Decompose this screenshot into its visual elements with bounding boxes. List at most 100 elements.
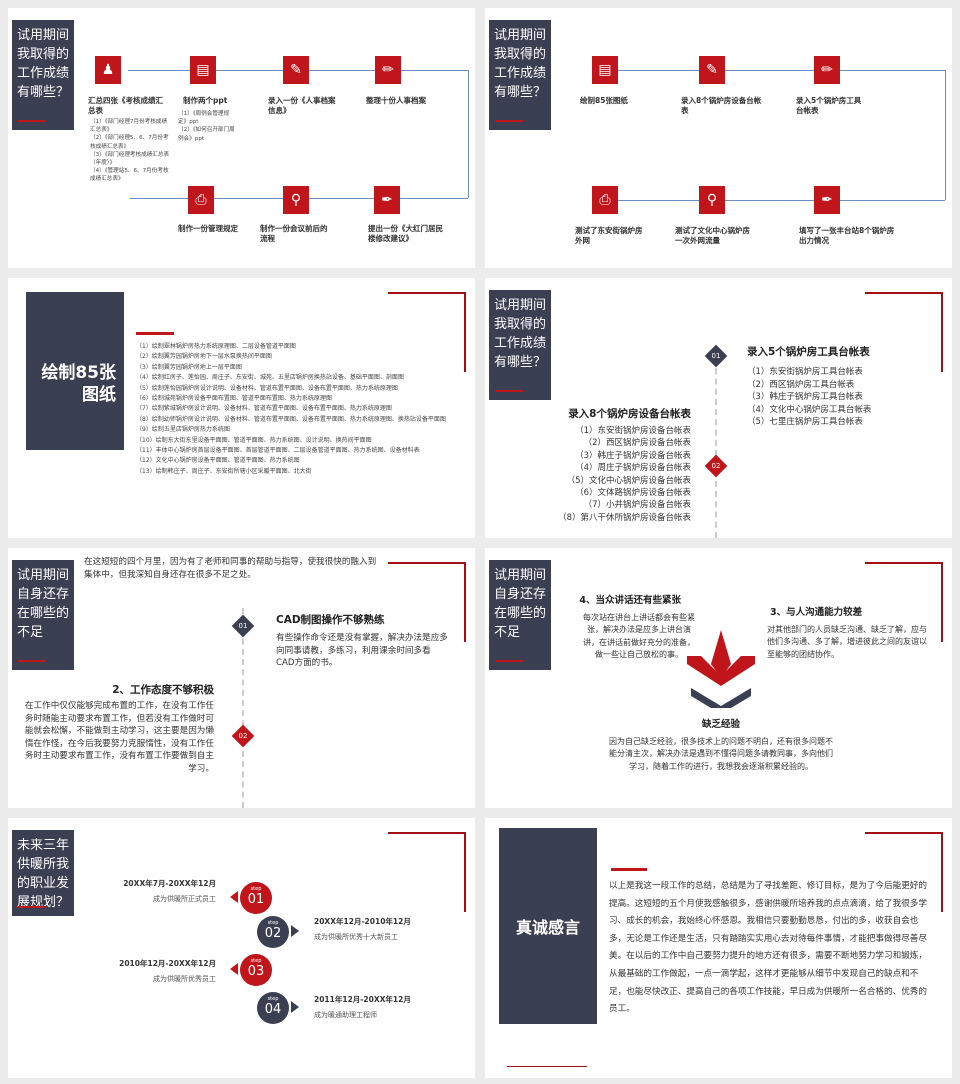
- marker-01: 01: [231, 614, 255, 638]
- pen-icon: ✎: [699, 56, 725, 84]
- step-sub: （1）《周例会管理规定》ppt （2）《如何召开部门周例会》ppt: [178, 110, 258, 143]
- frame-line-top: [865, 832, 943, 834]
- title-underline: [18, 906, 46, 908]
- step-label: 提出一份《大红门居民楼修改建议》: [368, 224, 443, 243]
- frame-line-top: [865, 292, 943, 294]
- flow-line-top: [605, 70, 945, 71]
- title-underline: [18, 660, 46, 662]
- list-item: （4）绘制红房子、莲怡园、周庄子、东安街、城苑、五里店锅炉房换热站设备、基础平面…: [136, 374, 404, 382]
- slide-ledgers: 试用期间我取得的工作成绩有哪些？ 01 录入5个锅炉房工具台帐表 （1）东安街锅…: [485, 278, 952, 538]
- slide-achievements-1: 试用期间我取得的工作成绩有哪些？ ♟ 汇总四张《考核成绩汇总表 （1）《部门经理…: [8, 8, 475, 268]
- slide-title: 试用期间自身还存在哪些的不足: [494, 568, 547, 640]
- list-item: （4）文化中心锅炉房工具台帐表: [747, 404, 872, 415]
- slide-title-box: 试用期间我取得的工作成绩有哪些？: [489, 20, 551, 130]
- block-title: 录入5个锅炉房工具台帐表: [747, 346, 870, 358]
- slide-shortcomings-1: 试用期间自身还存在哪些的不足 在这短短的四个月里，因为有了老师和同事的帮助与指导…: [8, 548, 475, 808]
- chevron-top: [711, 630, 731, 678]
- plan-period: 2011年12月-20XX年12月: [314, 995, 411, 1004]
- slide-title-box: 试用期间我取得的工作成绩有哪些？: [12, 20, 74, 130]
- pencil-icon: ✏: [814, 56, 840, 84]
- list-item: （7）小井锅炉房设备台帐表: [583, 500, 691, 511]
- step-label: 绘制85张图纸: [580, 96, 628, 105]
- flow-line-right: [945, 70, 946, 200]
- step-number: 02: [264, 926, 282, 941]
- arrow-left: [230, 963, 238, 975]
- step-sub: （1）《部门经理7月份考核成绩汇总表》 （2）《部门经理5、6、7月份考核成绩汇…: [90, 118, 172, 184]
- list-item: （13）绘制韩庄子、周庄子、东安街所辖小区采暖平面图、北大街: [136, 467, 312, 475]
- frame-line-top: [388, 292, 466, 294]
- slide-title-box: 试用期间我取得的工作成绩有哪些？: [489, 290, 551, 400]
- title-underline: [495, 390, 523, 392]
- list-item: （7）绘制紫城锅炉房设计说明、设备材料、管道布置平面图、设备布置平面图、热力系统…: [136, 405, 392, 413]
- plan-period: 2010年12月-20XX年12月: [119, 959, 216, 968]
- frame-line-right: [941, 832, 943, 912]
- step-label: 汇总四张《考核成绩汇总表: [88, 96, 163, 115]
- point-title: 2、工作态度不够积极: [112, 684, 214, 696]
- plan-goal: 成为暖通助理工程师: [314, 1011, 377, 1019]
- sub-line: （4）《管理站5、6、7月份考核: [90, 168, 169, 175]
- slide-closing: 真诚感言 以上是我这一段工作的总结，总结是为了寻找差距、修订目标，是为了今后能更…: [485, 818, 952, 1078]
- list-item: （8）绘制幼师锅炉房设计说明、设备材料、管道布置平面图、设备布置平面图、热力系统…: [136, 415, 446, 423]
- slide-title: 试用期间我取得的工作成绩有哪些？: [494, 298, 547, 370]
- block-title: 录入8个锅炉房设备台帐表: [568, 408, 691, 420]
- step-label: 制作一份会议前后的流程: [260, 224, 328, 243]
- marker-number: 02: [711, 462, 721, 470]
- search-icon: ⚲: [283, 186, 309, 214]
- step-word: step: [267, 996, 279, 1002]
- intro-text: 在这短短的四个月里，因为有了老师和同事的帮助与指导，使我很快的融入到集体中，但我…: [84, 557, 377, 580]
- frame-line-right: [941, 562, 943, 642]
- slide-title: 未来三年供暖所我的职业发展规划？: [17, 838, 70, 910]
- flow-line-right: [468, 70, 469, 198]
- marker-01: 01: [704, 344, 728, 368]
- clipboard-icon: ▤: [592, 56, 618, 84]
- list-item: （5）文化中心锅炉房设备台帐表: [566, 475, 691, 486]
- step-label: 测试了东安街锅炉房外网: [575, 226, 643, 245]
- section-title: 绘制85张图纸: [41, 363, 116, 405]
- chevron-bottom: [691, 688, 751, 708]
- timeline-dashes: [242, 608, 244, 808]
- marker-02: 02: [231, 724, 255, 748]
- slide-drawings: 绘制85张图纸 （1）绘制翠林锅炉房热力系统原理图、二层设备管道平面图 （2）绘…: [8, 278, 475, 538]
- sub-line: 定》ppt: [178, 119, 199, 126]
- sub-line: 核成绩汇总表》: [90, 143, 130, 150]
- block-list: （1）东安街锅炉房工具台帐表（2）西区锅炉房工具台帐表 （3）韩庄子锅炉房工具台…: [747, 366, 871, 429]
- quill-icon: ✒: [374, 186, 400, 214]
- point-title: 4、当众讲话还有些紧张: [579, 595, 681, 606]
- list-item: （3）绘制翼芳园锅炉房地上一层平面图: [136, 363, 242, 371]
- step-word: step: [250, 886, 262, 892]
- step-label: 整理十份人事档案: [366, 96, 426, 105]
- list-item: （5）七里庄锅炉房工具台帐表: [747, 417, 863, 428]
- marker-number: 01: [711, 352, 721, 360]
- slide-title: 试用期间自身还存在哪些的不足: [17, 568, 70, 640]
- plan-goal: 成为供暖所优秀十大新员工: [314, 933, 398, 941]
- clipboard-icon: ▤: [190, 56, 216, 84]
- sub-line: （1）《周例会管理规: [178, 111, 230, 117]
- slide-title: 试用期间我取得的工作成绩有哪些？: [494, 28, 547, 100]
- list-item: （5）绘制莲怡园锅炉房设计说明、设备材料、管道布置平面图、设备布置平面图、热力系…: [136, 384, 398, 392]
- timeline-dashes: [715, 358, 717, 538]
- list-item: （12）文化中心锅炉房设备平面图、管道平面图、热力系统图: [136, 457, 300, 465]
- sub-line: 汇总表》: [90, 127, 113, 134]
- step-label: 制作两个ppt: [183, 96, 228, 105]
- plan-period: 20XX年12月-2010年12月: [314, 917, 411, 926]
- arrow-right: [291, 925, 299, 937]
- slide-shortcomings-2: 试用期间自身还存在哪些的不足 4、当众讲话还有些紧张 每次站在讲台上讲话都会有些…: [485, 548, 952, 808]
- list-item: （4）周庄子锅炉房设备台帐表: [575, 463, 691, 474]
- sub-line: （3）《部门经理考核成绩汇总表: [90, 151, 170, 158]
- sub-line: （年度）》: [90, 160, 116, 167]
- step-number: 04: [264, 1002, 282, 1017]
- sub-line: （2）《部门经理5、6、7月份考: [90, 135, 169, 142]
- section-title-box: 绘制85张图纸: [26, 292, 124, 450]
- closing-text: 以上是我这一段工作的总结，总结是为了寻找差距、修订目标，是为了今后能更好的提高。…: [609, 881, 927, 1015]
- plan-goal: 成为供暖所优秀员工: [153, 975, 216, 983]
- list-item: （1）东安街锅炉房工具台帐表: [747, 367, 863, 377]
- frame-line-top: [388, 832, 466, 834]
- list-item: （11）丰体中心锅炉房首层设备平面图、首层管道平面图、二层设备管道平面图、热力系…: [136, 447, 420, 455]
- accent-bar: [611, 868, 647, 871]
- pencil-icon: ✏: [375, 56, 401, 84]
- step-label: 测试了文化中心锅炉房一次外网流量: [675, 226, 750, 245]
- section-title: 真诚感言: [515, 918, 580, 937]
